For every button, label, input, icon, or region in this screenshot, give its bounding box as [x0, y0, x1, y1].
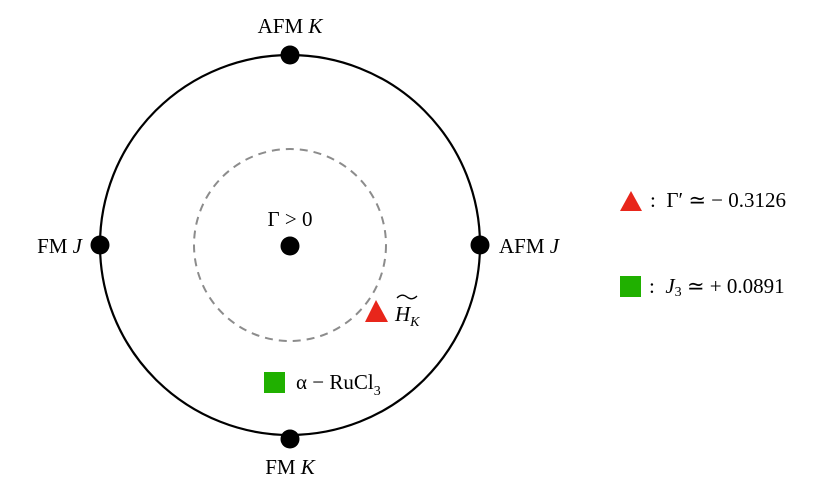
legend-name: J [665, 274, 675, 298]
tilde-mark [396, 294, 418, 300]
inner-dashed-circle [193, 148, 387, 342]
legend-colon: : [650, 188, 656, 212]
triangle-icon [620, 190, 642, 211]
label-left: FM J [37, 234, 84, 258]
label-hk: HK [394, 294, 420, 330]
svg-text:HK: HK [394, 302, 420, 330]
point-left [90, 235, 110, 255]
legend-sub: 3 [674, 284, 682, 300]
legend-value: ≃ − 0.3126 [688, 188, 787, 212]
label-rucl: α − RuCl3 [296, 370, 381, 399]
point-top [280, 45, 300, 65]
label-top: AFM K [258, 14, 324, 38]
legend-colon: : [649, 274, 655, 298]
label-bottom: FM K [265, 455, 316, 479]
point-bottom [280, 429, 300, 449]
legend-name: Γ′ [666, 188, 684, 212]
legend-value: ≃ + 0.0891 [686, 274, 785, 298]
legend-item-gamma: : Γ′ ≃ − 0.3126 [620, 188, 786, 213]
point-right [470, 235, 490, 255]
label-center: Γ > 0 [268, 207, 313, 231]
label-right: AFM J [499, 234, 561, 258]
square-icon [620, 276, 641, 297]
square-marker [264, 372, 285, 393]
point-center [280, 236, 300, 256]
triangle-marker [365, 300, 388, 322]
